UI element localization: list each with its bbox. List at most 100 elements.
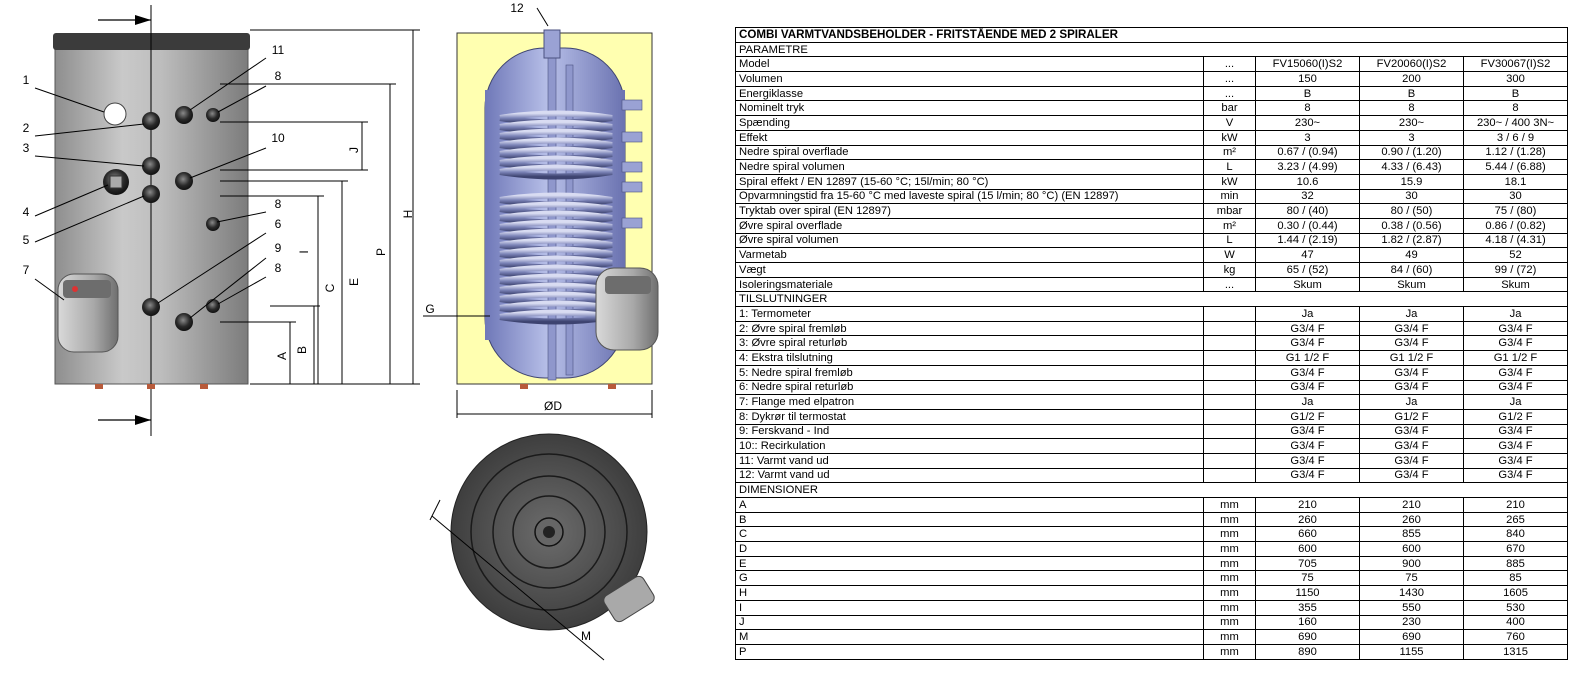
value-cell-2: G3/4 F (1359, 452, 1464, 469)
row-unit (1203, 423, 1256, 440)
value-cell-3: 85 (1462, 570, 1569, 587)
row-unit: mm (1203, 629, 1256, 645)
heater-flange (57, 273, 119, 353)
callout-number: 11 (272, 43, 285, 57)
value-cell-3: 75 / (80) (1462, 203, 1569, 219)
value-cell-2: G3/4 F (1359, 320, 1464, 337)
row-label: 7: Flange med elpatron (735, 394, 1204, 410)
row-label: 10:: Recirkulation (735, 438, 1204, 454)
callout-number: 2 (23, 121, 30, 135)
dimension-label-p: P (374, 248, 388, 256)
row-unit: mm (1203, 585, 1256, 601)
value-cell-2: 49 (1359, 247, 1464, 263)
value-cell-1: G3/4 F (1255, 335, 1360, 352)
row-unit: mm (1203, 511, 1256, 528)
value-cell-2: 200 (1359, 71, 1464, 87)
row-unit (1203, 335, 1256, 352)
value-cell-1: 3.23 / (4.99) (1255, 159, 1360, 175)
row-label: Opvarmningstid fra 15-60 °C med laveste … (735, 188, 1204, 205)
value-cell-1: G3/4 F (1255, 423, 1360, 440)
value-cell-1: G3/4 F (1255, 438, 1360, 454)
value-cell-1: 210 (1255, 497, 1360, 513)
value-cell-1: 8 (1255, 100, 1360, 117)
value-cell-1: FV15060(I)S2 (1255, 56, 1360, 73)
section-header-row: PARAMETRE (734, 41, 1569, 58)
value-cell-2: 855 (1359, 526, 1464, 543)
section-header-row: TILSLUTNINGER (734, 291, 1569, 308)
row-unit: ... (1203, 56, 1256, 73)
row-label: B (735, 511, 1204, 528)
value-cell-2: 75 (1359, 570, 1464, 587)
callout-number: 1 (23, 73, 30, 87)
row-label: A (735, 497, 1204, 513)
row-label: E (735, 555, 1204, 572)
value-cell-3: 530 (1462, 599, 1569, 616)
value-cell-2: B (1359, 85, 1464, 102)
value-cell-2: Skum (1359, 276, 1464, 293)
section-heading: PARAMETRE (734, 41, 1569, 58)
callout-number: 8 (275, 69, 282, 83)
row-label: 12: Varmt vand ud (735, 467, 1204, 484)
section-header-row: DIMENSIONER (734, 482, 1569, 498)
value-cell-2: 260 (1359, 511, 1464, 528)
value-cell-2: 690 (1359, 629, 1464, 645)
row-unit: W (1203, 247, 1256, 263)
row-label: Spænding (735, 115, 1204, 131)
value-cell-2: 0.38 / (0.56) (1359, 217, 1464, 234)
value-cell-3: G1/2 F (1462, 408, 1569, 425)
value-cell-3: 670 (1462, 541, 1569, 557)
value-cell-3: G3/4 F (1462, 364, 1569, 381)
callout-number: 8 (275, 197, 282, 211)
top-view-labels: M (581, 629, 591, 643)
callout-number: 12 (510, 1, 524, 15)
value-cell-2: 1155 (1359, 643, 1464, 660)
value-cell-3: 1315 (1462, 643, 1569, 660)
row-unit: min (1203, 188, 1256, 205)
value-cell-3: 8 (1462, 100, 1569, 117)
row-unit (1203, 364, 1256, 381)
value-cell-3: G3/4 F (1462, 379, 1569, 396)
value-cell-2: G3/4 F (1359, 335, 1464, 352)
value-cell-1: 80 / (40) (1255, 203, 1360, 219)
value-cell-3: 4.18 / (4.31) (1462, 232, 1569, 249)
table-row: Spiral effekt / EN 12897 (15-60 °C; 15l/… (735, 173, 1569, 190)
row-unit: kW (1203, 129, 1256, 146)
row-label: 3: Øvre spiral returløb (735, 335, 1204, 352)
value-cell-1: 355 (1255, 599, 1360, 616)
value-cell-2: G1 1/2 F (1359, 350, 1464, 366)
value-cell-2: 1.82 / (2.87) (1359, 232, 1464, 249)
value-cell-3: 300 (1462, 71, 1569, 87)
row-unit: mm (1203, 643, 1256, 660)
row-label: 6: Nedre spiral returløb (735, 379, 1204, 396)
value-cell-3: 265 (1462, 511, 1569, 528)
value-cell-3: Ja (1462, 306, 1569, 322)
row-unit (1203, 467, 1256, 484)
value-cell-1: G3/4 F (1255, 452, 1360, 469)
row-unit: m² (1203, 217, 1256, 234)
value-cell-3: G3/4 F (1462, 423, 1569, 440)
row-unit (1203, 438, 1256, 454)
dimension-label-i: I (297, 250, 311, 253)
row-unit: kW (1203, 173, 1256, 190)
value-cell-3: G1 1/2 F (1462, 350, 1569, 366)
callout-number: 10 (271, 131, 285, 145)
value-cell-2: FV20060(I)S2 (1359, 56, 1464, 73)
row-label: Energiklasse (735, 85, 1204, 102)
row-unit (1203, 452, 1256, 469)
value-cell-3: 18.1 (1462, 173, 1569, 190)
value-cell-2: G1/2 F (1359, 408, 1464, 425)
value-cell-3: 230~ / 400 3N~ (1462, 115, 1569, 131)
